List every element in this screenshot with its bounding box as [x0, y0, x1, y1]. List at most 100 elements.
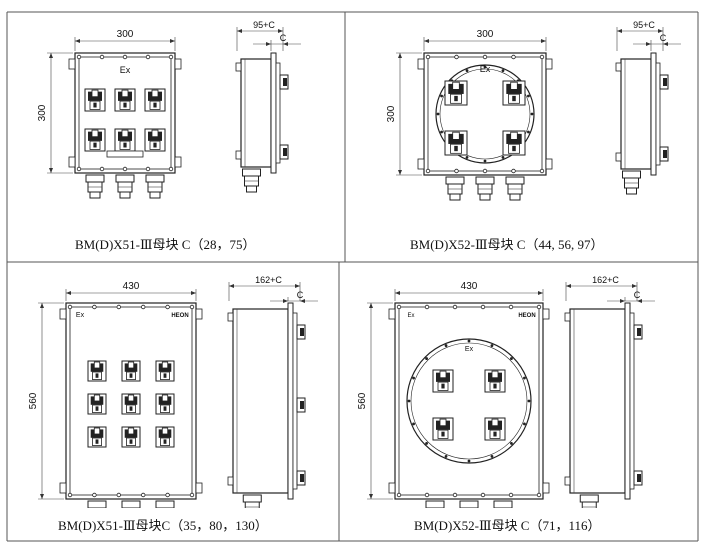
mount-lug [542, 482, 550, 494]
cable-gland-tip [449, 193, 461, 201]
cover-bolt [523, 376, 526, 380]
cable-gland-nut [505, 176, 525, 185]
mount-lug [417, 158, 425, 170]
switch-r2-c1-knob [91, 129, 99, 138]
switch-r2-c1-knob [93, 394, 101, 402]
side-view-body [232, 308, 289, 494]
width-dimension-arrow-left [424, 39, 429, 43]
switch-r1-c1-indicator [441, 383, 445, 389]
height-dimension-arrow-top [398, 53, 402, 58]
enclosure-bolt [396, 492, 402, 498]
enclosure-bolt [508, 492, 514, 498]
enclosure-bolt [99, 54, 105, 60]
side-lug [615, 62, 622, 72]
side-gland-tip [626, 187, 637, 195]
cable-gland-nut [425, 500, 445, 508]
switch-r1-c1 [87, 360, 107, 382]
cable-gland-tip [509, 193, 521, 201]
switch-r3-c3 [155, 426, 175, 448]
panel-3-caption: BM(D)X51-Ⅲ母块C（35，80，130） [58, 518, 268, 533]
side-view-flange [287, 302, 294, 500]
enclosure-bolt [424, 304, 430, 310]
switch-r1-c3-knob [151, 89, 159, 98]
side-gland-nut [622, 170, 641, 179]
switch-r2-c1-indicator [441, 431, 445, 437]
enclosure-bolt [511, 168, 516, 174]
cover-bolt [436, 112, 440, 116]
round-cover [435, 64, 535, 164]
switch-r2-c2 [484, 417, 506, 441]
enclosure-flange [398, 306, 540, 496]
enclosure-bolt [168, 166, 174, 172]
switch-r3-c2-knob [127, 427, 135, 435]
cover-bolt [490, 344, 494, 347]
mount-lug [545, 158, 553, 170]
switch-r1-c1-knob [91, 89, 99, 98]
enclosure-bolt [536, 304, 542, 310]
enclosure-bolt [452, 304, 458, 310]
enclosure-bolt [116, 492, 121, 498]
enclosure-bolt [189, 492, 195, 498]
cover-bolt [501, 156, 505, 159]
side-lug [227, 476, 234, 486]
switch-r3-c3-indicator [163, 439, 167, 444]
cover-bolt [465, 69, 469, 72]
switch-r1-c1 [84, 88, 106, 112]
cover-bolt [501, 69, 505, 72]
depth-label: 95+C [633, 20, 655, 30]
cable-gland [87, 500, 107, 508]
cable-gland-tip [119, 191, 131, 199]
switch-r2-c1-indicator [454, 145, 458, 152]
switch-r1-c2-indicator [123, 102, 127, 108]
enclosure-bolt [92, 492, 97, 498]
enclosure-bolt [189, 304, 195, 310]
panel-4-caption: BM(D)X52-Ⅲ母块 C（71，116） [414, 518, 601, 533]
cable-gland-tip [89, 191, 101, 199]
mount-lug [417, 58, 425, 70]
width-dimension-arrow-left [395, 291, 400, 295]
switch-r1-c2-knob [491, 370, 499, 379]
switch-r2-c2 [121, 393, 141, 415]
switch-r2-c3-indicator [153, 142, 157, 148]
cable-gland-tip [479, 193, 491, 201]
width-label: 300 [117, 29, 134, 40]
round-cover-inner [439, 68, 531, 160]
enclosure-bolt [454, 168, 459, 174]
height-label: 300 [386, 105, 397, 122]
switch-r3-c1-indicator [95, 439, 99, 444]
switch-r1-c1-knob [452, 81, 460, 90]
enclosure-bolt [425, 54, 431, 60]
switch-r1-c2 [121, 360, 141, 382]
switch-r2-c1 [87, 393, 107, 415]
cable-gland [155, 500, 175, 508]
cable-gland-nut [493, 500, 513, 508]
switch-r1-c1 [444, 80, 468, 106]
c-dimension-arrow [620, 299, 625, 303]
side-view-flange [624, 302, 631, 500]
cable-gland [115, 174, 135, 199]
mount-lug [195, 482, 203, 494]
switch-r1-c2-knob [121, 89, 129, 98]
height-dimension-arrow-bottom [40, 494, 44, 499]
c-dimension-arrow [300, 299, 305, 303]
side-gland-nut [242, 494, 262, 503]
cable-gland-nut [445, 176, 465, 185]
switch-r2-c2-indicator [493, 431, 497, 437]
switch-r1-c1-knob [93, 361, 101, 369]
depth-dimension-arrow-right [658, 29, 663, 33]
mount-lug [174, 156, 182, 168]
switch-r2-c3-knob [161, 394, 169, 402]
side-lug [235, 62, 242, 72]
side-gland [242, 168, 261, 193]
side-gland [242, 494, 262, 508]
ex-label: Ex [465, 346, 474, 353]
height-dimension-arrow-bottom [49, 168, 53, 173]
switch-r2-c2 [114, 128, 136, 152]
enclosure-bolt [539, 168, 545, 174]
depth-dimension-arrow-left [566, 284, 571, 288]
depth-dimension-arrow-left [237, 29, 242, 33]
side-lug [615, 152, 622, 162]
